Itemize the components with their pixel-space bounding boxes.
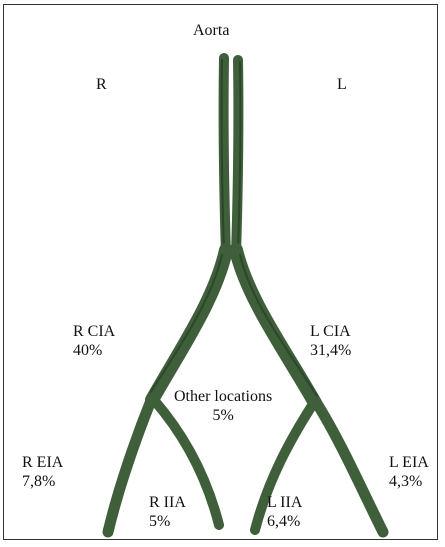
l-eia-vessel <box>316 402 383 532</box>
r-eia-vessel <box>108 398 152 532</box>
left-side-label: L <box>337 75 347 94</box>
l-cia-vessel <box>236 250 315 403</box>
right-side-label: R <box>96 75 107 94</box>
r-cia-vessel <box>152 250 226 400</box>
aorta-label: Aorta <box>193 21 229 40</box>
